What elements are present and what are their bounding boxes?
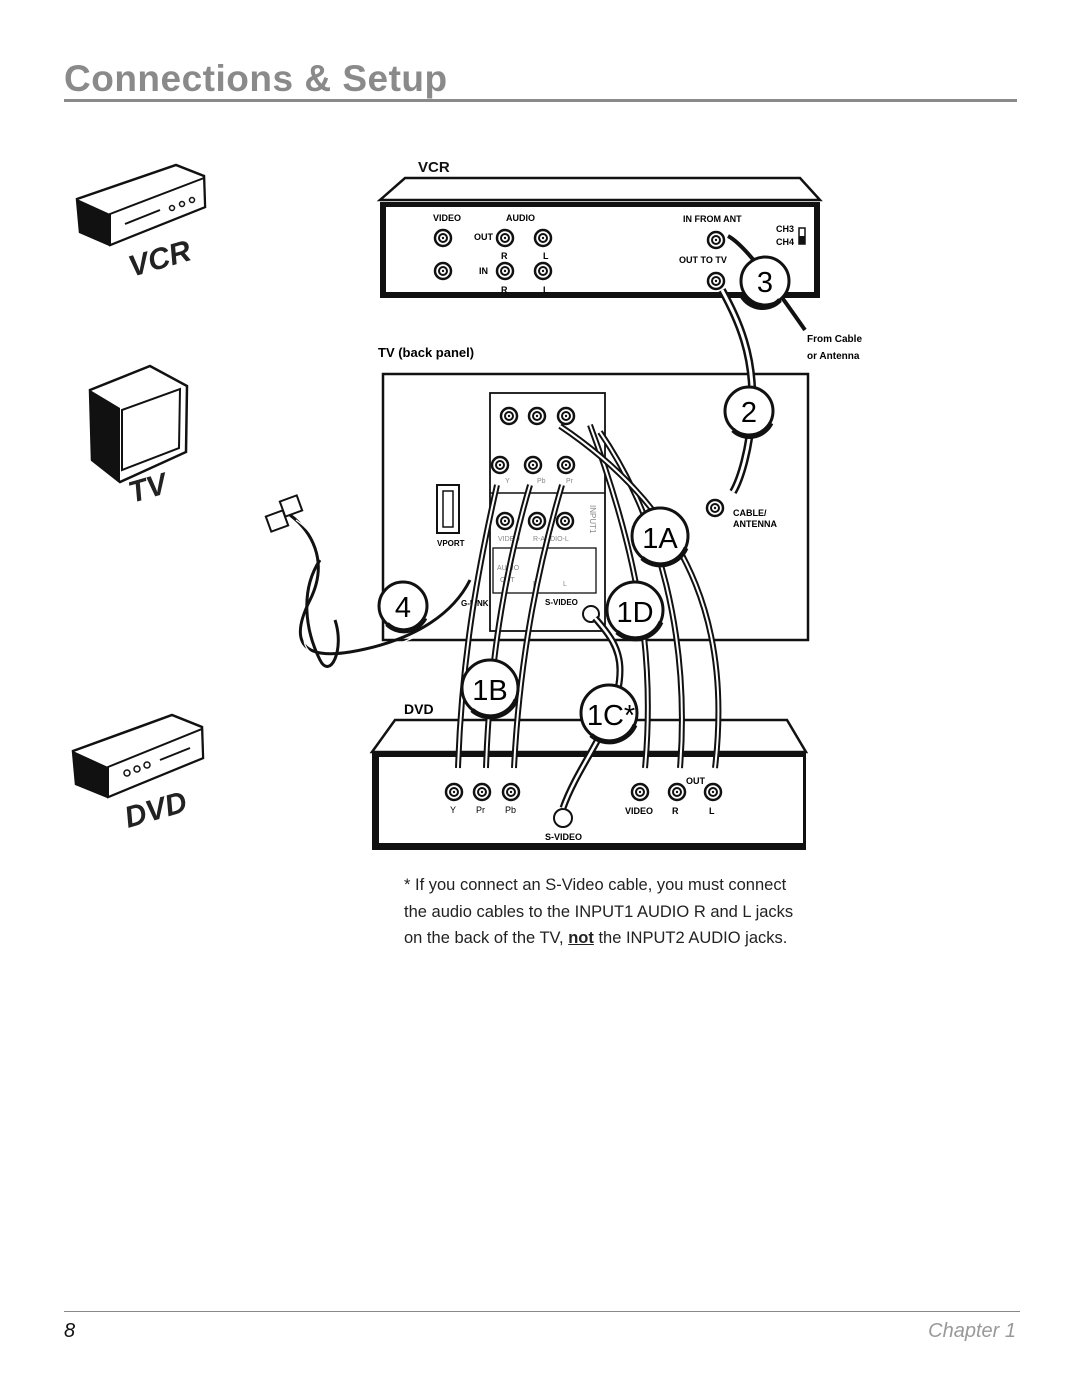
- vcr-l-label: L: [543, 251, 549, 261]
- svideo-note: * If you connect an S-Video cable, you m…: [404, 872, 804, 952]
- step-2-badge: 2: [723, 385, 775, 439]
- tv-svideo-label: S-VIDEO: [545, 598, 578, 607]
- tv-input1-video-jack: [495, 511, 515, 531]
- tv-comp-jack-3: [556, 406, 576, 426]
- tv-video-label: VIDEO: [498, 536, 520, 543]
- dvd-icon-label: DVD: [121, 786, 191, 835]
- tv-y-jack: [490, 455, 510, 475]
- note-text-1: * If you connect an S-Video cable, you m…: [404, 876, 794, 947]
- step-1a-badge: 1A: [630, 506, 690, 568]
- from-antenna-label: or Antenna: [807, 351, 860, 362]
- tv-vport-label: VPORT: [437, 539, 465, 548]
- vcr-out-to-tv-label: OUT TO TV: [679, 255, 727, 265]
- vcr-in-label: IN: [479, 266, 488, 276]
- step-1b-badge: 1B: [460, 658, 520, 720]
- tv-y-label: Y: [505, 478, 510, 485]
- tv-device-icon: [88, 364, 189, 484]
- tv-pr-label: Pr: [566, 478, 574, 485]
- dvd-out-label: OUT: [686, 776, 706, 786]
- dvd-title: DVD: [404, 701, 434, 717]
- vcr-video-out-jack: [433, 228, 453, 248]
- tv-cable-label: CABLE/: [733, 508, 767, 518]
- step-3-badge: 3: [739, 255, 791, 311]
- vcr-r-label-2: R: [501, 285, 508, 295]
- vcr-audio-in-r-jack: [495, 261, 515, 281]
- tv-pb-jack: [523, 455, 543, 475]
- tv-input1-l-jack: [555, 511, 575, 531]
- chapter-label: Chapter 1: [928, 1320, 1016, 1342]
- footer-rule: [64, 1311, 1020, 1312]
- svg-text:3: 3: [757, 267, 773, 299]
- dvd-pr-jack: [472, 782, 492, 802]
- dvd-r-jack: [667, 782, 687, 802]
- vcr-audio-label: AUDIO: [506, 213, 535, 223]
- step-4-badge: 4: [377, 580, 429, 634]
- page-title: Connections & Setup: [64, 58, 448, 99]
- tv-pr-jack: [556, 455, 576, 475]
- component-cables: [455, 484, 565, 769]
- step-1c-badge: 1C*: [579, 683, 639, 745]
- tv-back-panel-title: TV (back panel): [378, 345, 474, 360]
- tv-antenna-label: ANTENNA: [733, 519, 777, 529]
- dvd-y-label: Y: [450, 805, 456, 815]
- dvd-back-panel: [369, 718, 809, 850]
- vcr-r-label: R: [501, 251, 508, 261]
- tv-pb-label: Pb: [537, 478, 546, 485]
- vcr-in-from-ant-label: IN FROM ANT: [683, 214, 742, 224]
- vcr-in-from-ant-jack: [706, 230, 726, 250]
- svg-text:1D: 1D: [616, 597, 653, 629]
- dvd-r-label: R: [672, 806, 679, 816]
- vcr-video-in-jack: [433, 261, 453, 281]
- dvd-svideo-label: S-VIDEO: [545, 832, 582, 842]
- vcr-out-to-tv-jack: [706, 271, 726, 291]
- vcr-audio-out-l-jack: [533, 228, 553, 248]
- vcr-audio-in-l-jack: [533, 261, 553, 281]
- title-rule: [64, 99, 1017, 102]
- step-1d-badge: 1D: [605, 580, 665, 642]
- tv-audio-out-l-label: L: [563, 581, 567, 588]
- svg-text:1C*: 1C*: [587, 700, 635, 732]
- note-emphasis-not: not: [568, 929, 594, 947]
- dvd-pb-label: Pb: [505, 805, 516, 815]
- vcr-title: VCR: [418, 159, 450, 176]
- dvd-device-icon: [71, 713, 205, 799]
- page-number: 8: [64, 1320, 76, 1342]
- dvd-svideo-jack: [553, 808, 573, 828]
- vcr-ch4-label: CH4: [776, 237, 794, 247]
- svg-text:1A: 1A: [642, 523, 678, 555]
- dvd-video-label: VIDEO: [625, 806, 653, 816]
- note-text-2: the INPUT2 AUDIO jacks.: [593, 929, 788, 947]
- from-cable-label: From Cable: [807, 334, 862, 345]
- vcr-device-icon: [75, 163, 207, 247]
- tv-r-audio-l-label: R-AUDIO-L: [533, 536, 569, 543]
- svg-text:2: 2: [741, 397, 757, 429]
- vcr-out-label: OUT: [474, 232, 494, 242]
- dvd-video-jack: [630, 782, 650, 802]
- svg-text:4: 4: [395, 592, 411, 624]
- dvd-pb-jack: [501, 782, 521, 802]
- glink-cable: [264, 494, 472, 668]
- tv-input1-r-jack: [527, 511, 547, 531]
- vcr-l-label-2: L: [543, 285, 549, 295]
- vcr-icon-label: VCR: [125, 234, 195, 283]
- dvd-pr-label: Pr: [476, 805, 485, 815]
- vcr-audio-out-r-jack: [495, 228, 515, 248]
- svg-text:1B: 1B: [472, 675, 507, 707]
- vcr-ch3-label: CH3: [776, 224, 794, 234]
- dvd-y-jack: [444, 782, 464, 802]
- tv-comp-jack-1: [499, 406, 519, 426]
- dvd-l-label: L: [709, 806, 715, 816]
- tv-comp-jack-2: [527, 406, 547, 426]
- dvd-l-jack: [703, 782, 723, 802]
- tv-input1-label: INPUT1: [588, 505, 597, 534]
- tv-cable-antenna-jack: [705, 498, 725, 518]
- vcr-video-label: VIDEO: [433, 213, 461, 223]
